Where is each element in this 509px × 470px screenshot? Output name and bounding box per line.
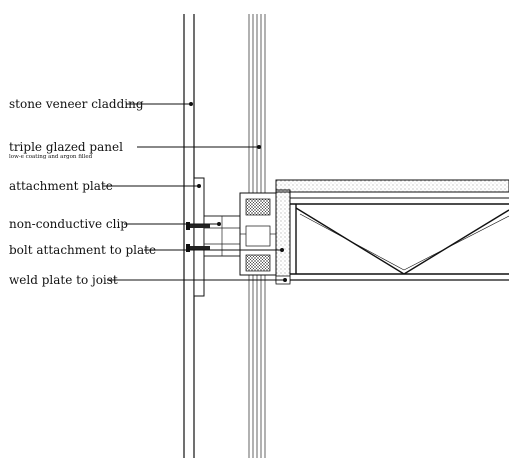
label-attachment-plate: attachment plate [9, 179, 113, 193]
label-bolt-attachment: bolt attachment to plate [9, 243, 156, 257]
slab-edge-insulation [275, 189, 291, 283]
steel-joist [290, 203, 509, 281]
stone-veneer-cladding [183, 14, 195, 458]
non-conductive-clip [203, 215, 241, 257]
label-stone-veneer: stone veneer cladding [9, 97, 144, 111]
bolt-attachment [186, 222, 210, 252]
label-non-conductive-clip: non-conductive clip [9, 217, 128, 231]
label-triple-glazed: triple glazed panel [9, 140, 123, 154]
label-weld-plate: weld plate to joist [9, 273, 118, 287]
leader-lines [103, 102, 287, 282]
label-triple-glazed-note: low-e coating and argon filled [9, 154, 93, 160]
attachment-plate [193, 177, 205, 297]
labels: stone veneer cladding triple glazed pane… [9, 97, 156, 287]
glazing-frame [239, 192, 277, 276]
floor-deck [275, 179, 509, 199]
